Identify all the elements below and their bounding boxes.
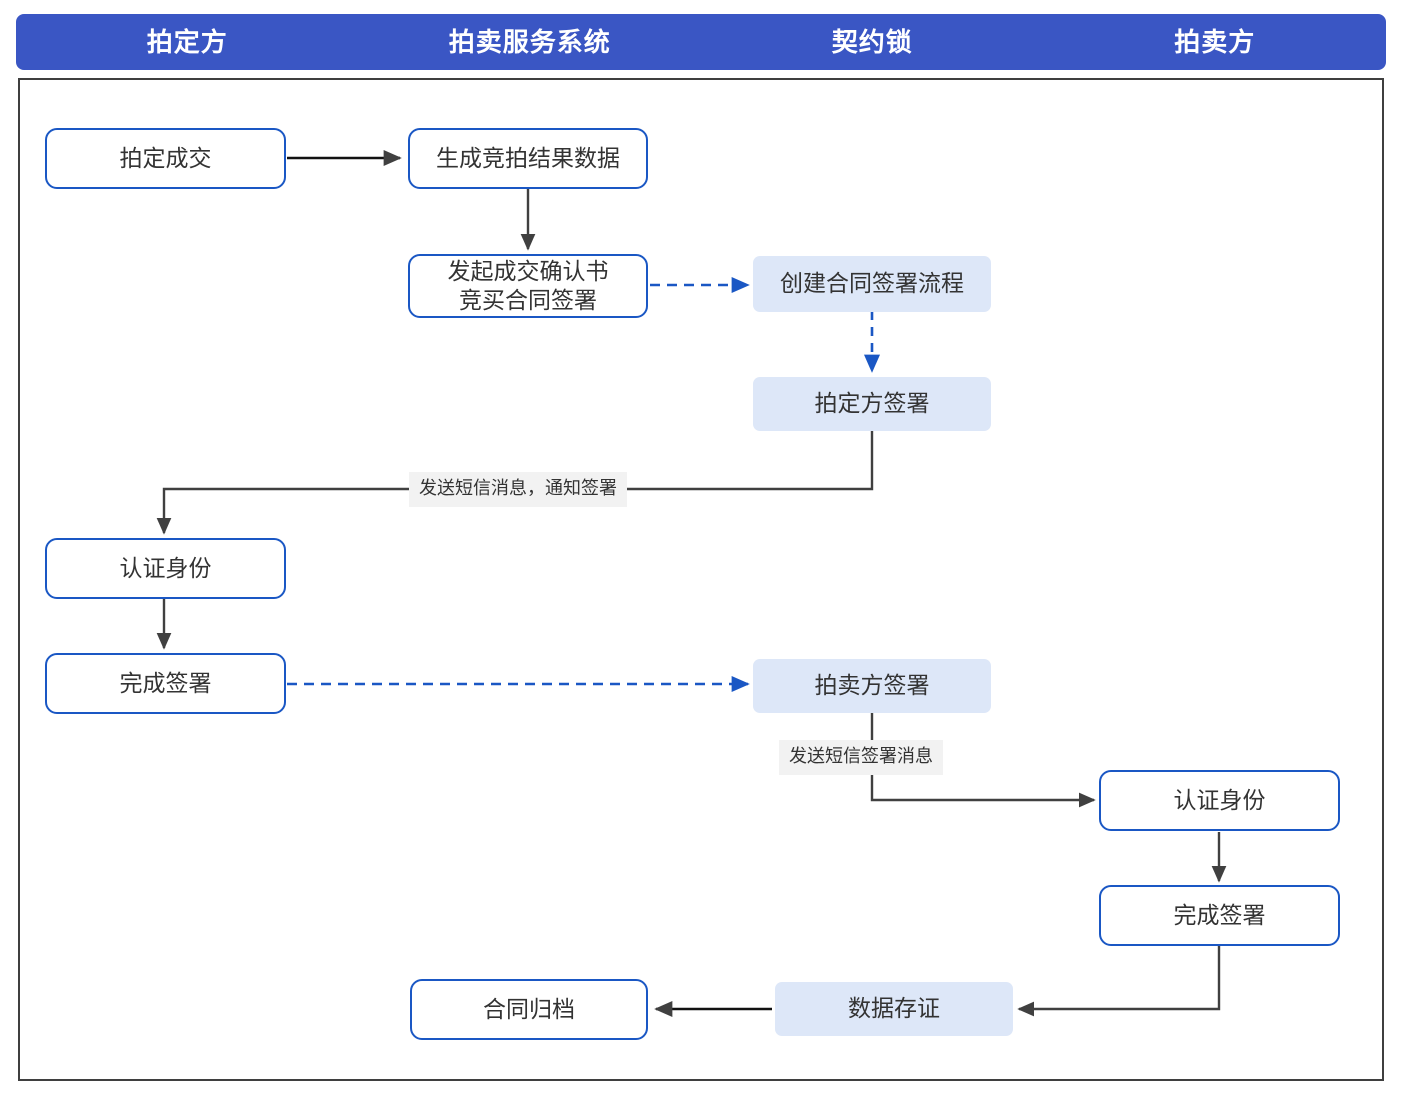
node-auctioneer-complete-sign[interactable]: 完成签署	[1099, 885, 1340, 946]
node-auctioneer-sign[interactable]: 拍卖方签署	[753, 659, 991, 713]
lane-title-bidder: 拍定方	[146, 27, 228, 57]
node-initiate-contract[interactable]: 发起成交确认书 竞买合同签署	[408, 254, 648, 318]
label-sms-sign-message: 发送短信签署消息	[779, 740, 943, 775]
swimlane-header-bar: 拍定方 拍卖服务系统 契约锁 拍卖方	[16, 14, 1386, 70]
node-deal-confirmed[interactable]: 拍定成交	[45, 128, 286, 189]
node-bidder-verify-identity[interactable]: 认证身份	[45, 538, 286, 599]
node-auctioneer-verify-identity[interactable]: 认证身份	[1099, 770, 1340, 831]
node-bidder-complete-sign[interactable]: 完成签署	[45, 653, 286, 714]
lane-title-auctioneer: 拍卖方	[1174, 27, 1256, 57]
lane-title-auction-system: 拍卖服务系统	[448, 27, 611, 57]
label-sms-notify-sign: 发送短信消息，通知签署	[409, 472, 627, 507]
node-create-sign-flow[interactable]: 创建合同签署流程	[753, 256, 991, 312]
node-contract-archive[interactable]: 合同归档	[410, 979, 648, 1040]
node-data-evidence[interactable]: 数据存证	[775, 982, 1013, 1036]
lane-title-qiyuesuo: 契约锁	[831, 27, 913, 57]
node-bidder-sign[interactable]: 拍定方签署	[753, 377, 991, 431]
node-generate-result-data[interactable]: 生成竞拍结果数据	[408, 128, 648, 189]
